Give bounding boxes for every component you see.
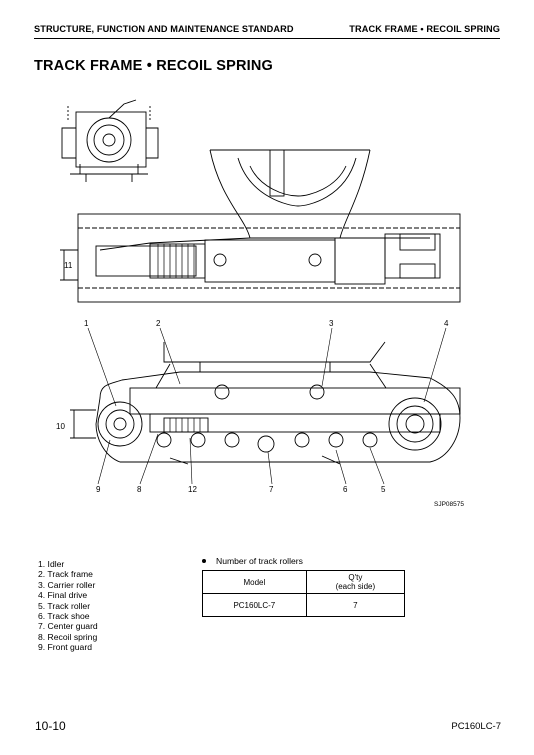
callout-12: 12 <box>188 485 197 494</box>
callout-1: 1 <box>84 319 89 328</box>
table-header-model: Model <box>202 570 307 594</box>
footer-model: PC160LC-7 <box>451 721 501 732</box>
legend-item: 5. Track roller <box>38 600 91 611</box>
legend-item: 7. Center guard <box>38 621 98 632</box>
legend-item: 3. Carrier roller <box>38 579 96 590</box>
callout-2: 2 <box>156 319 161 328</box>
rollers-note: Number of track rollers <box>202 556 303 566</box>
callout-8: 8 <box>137 485 142 494</box>
legend-item: 8. Recoil spring <box>38 631 98 642</box>
legend-item: 6. Track shoe <box>38 611 90 622</box>
top-view <box>60 149 461 303</box>
callout-6: 6 <box>343 485 348 494</box>
table-cell-qty: 7 <box>305 593 406 617</box>
side-view <box>70 341 461 465</box>
callout-5: 5 <box>381 485 386 494</box>
legend-item: 9. Front guard <box>38 642 92 653</box>
table-header-row: Model Q'ty (each side) <box>202 570 406 594</box>
callout-4: 4 <box>444 319 449 328</box>
legend-item: 4. Final drive <box>38 590 88 601</box>
page-title: TRACK FRAME • RECOIL SPRING <box>34 58 273 74</box>
callout-7: 7 <box>269 485 274 494</box>
bullet-icon <box>202 559 206 563</box>
track-frame-drawing: 11 1 2 3 4 10 9 8 12 7 6 5 SJP08575 <box>56 99 464 508</box>
page-number: 10-10 <box>35 719 66 733</box>
qty-header-line2: (each side) <box>335 582 376 591</box>
qty-header-line1: Q'ty <box>348 573 363 582</box>
table-header-qty: Q'ty (each side) <box>305 570 406 594</box>
callout-3: 3 <box>329 319 334 328</box>
page-header: STRUCTURE, FUNCTION AND MAINTENANCE STAN… <box>34 22 500 39</box>
figure-code: SJP08575 <box>434 501 464 508</box>
front-view <box>61 99 159 182</box>
legend-item: 2. Track frame <box>38 569 93 580</box>
callout-11: 11 <box>64 261 73 270</box>
table-row: PC160LC-7 7 <box>202 593 406 617</box>
callout-10: 10 <box>56 422 65 431</box>
track-rollers <box>156 432 378 453</box>
header-section-title: STRUCTURE, FUNCTION AND MAINTENANCE STAN… <box>34 24 294 34</box>
parts-legend: 1. Idler 2. Track frame 3. Carrier rolle… <box>38 559 98 653</box>
callout-9: 9 <box>96 485 101 494</box>
legend-item: 1. Idler <box>38 559 65 569</box>
header-topic-title: TRACK FRAME • RECOIL SPRING <box>349 24 500 34</box>
table-cell-model: PC160LC-7 <box>202 593 307 617</box>
rollers-note-text: Number of track rollers <box>216 556 303 566</box>
track-rollers-table: Model Q'ty (each side) PC160LC-7 7 <box>202 570 406 617</box>
